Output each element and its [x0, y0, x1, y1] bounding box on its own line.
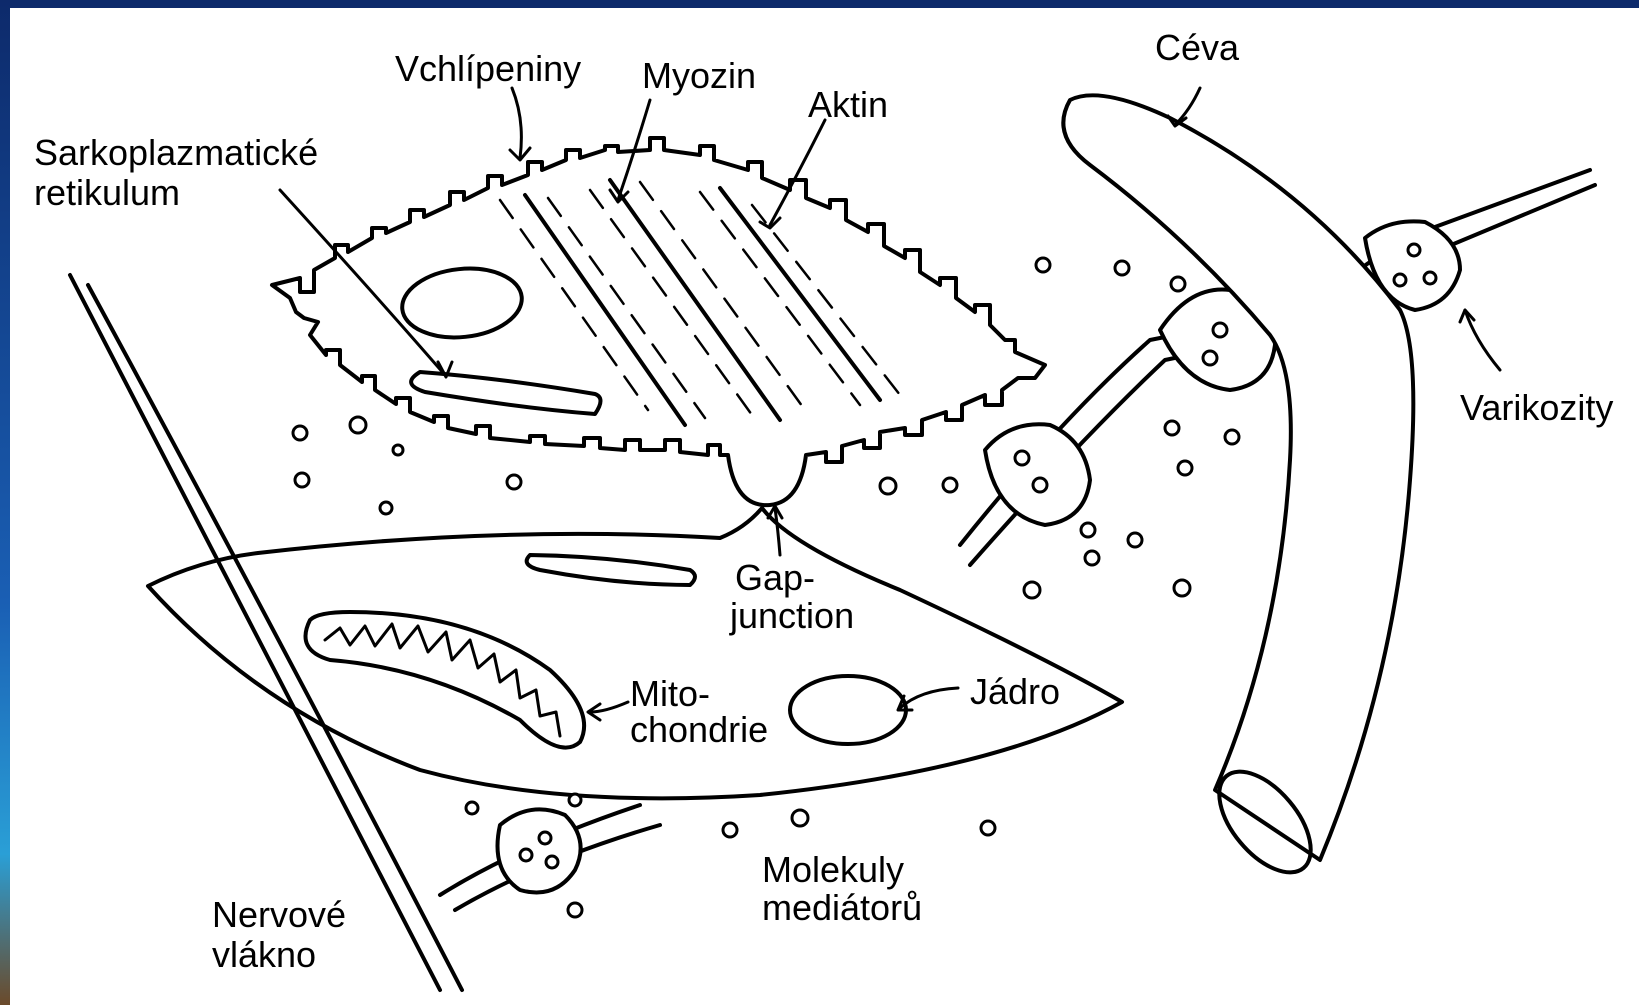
label-varikozity: Varikozity	[1460, 387, 1613, 428]
label-mediatoru: mediátorů	[762, 887, 922, 928]
label-sarkoplazmaticke: Sarkoplazmatické	[34, 132, 318, 173]
label-molekuly: Molekuly	[762, 849, 904, 890]
label-jadro: Jádro	[970, 671, 1060, 712]
lower-muscle-cell	[148, 508, 1122, 798]
blood-vessel	[1063, 95, 1413, 888]
label-vchlipeniny: Vchlípeniny	[395, 48, 581, 89]
label-myozin: Myozin	[642, 55, 756, 96]
label-gap: Gap-	[735, 557, 815, 598]
label-ceva: Céva	[1155, 27, 1240, 68]
label-mito: Mito-	[630, 673, 710, 714]
label-junction: junction	[729, 595, 854, 636]
label-nervove: Nervové	[212, 894, 346, 935]
label-chondrie: chondrie	[630, 709, 768, 750]
label-retikulum: retikulum	[34, 172, 180, 213]
label-aktin: Aktin	[808, 84, 888, 125]
upper-muscle-cell	[272, 138, 1045, 505]
label-vlakno: vlákno	[212, 934, 316, 975]
